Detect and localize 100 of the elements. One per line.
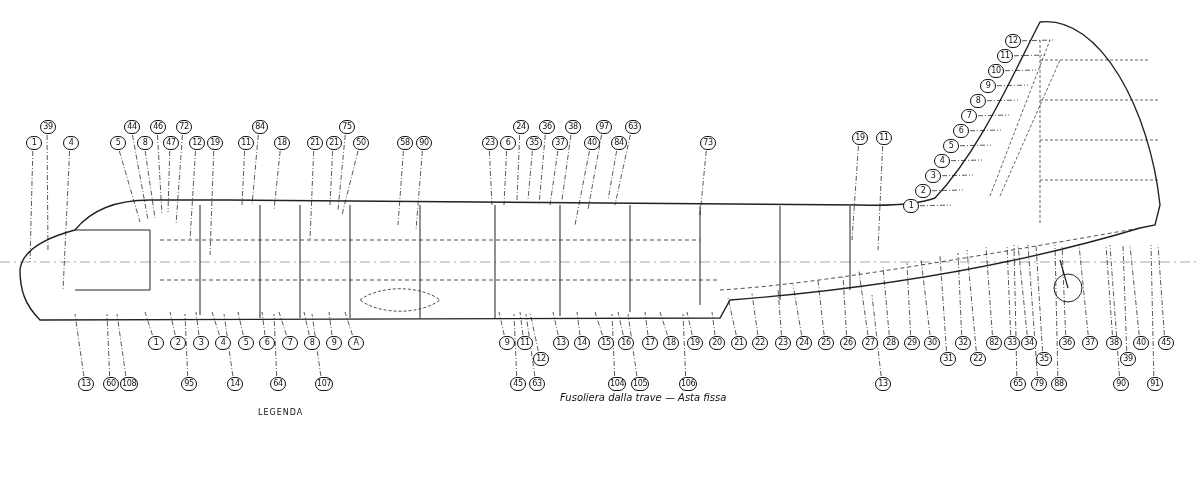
callout-number: 7 <box>961 109 977 123</box>
leader-line <box>538 134 546 206</box>
callout-number: 104 <box>608 377 627 391</box>
leader-line <box>223 313 234 377</box>
leader-line <box>966 249 977 352</box>
leader-line <box>273 150 281 211</box>
callout-number: 65 <box>1010 377 1026 391</box>
callout-number: 60 <box>103 377 119 391</box>
leader-line <box>132 134 149 221</box>
callout-number: 30 <box>924 336 940 350</box>
callout-number: 17 <box>642 336 658 350</box>
callout-number: 3 <box>925 169 941 183</box>
leader-line <box>576 311 581 336</box>
leader-line <box>969 129 1002 132</box>
callout-number: 6 <box>953 124 969 138</box>
callout-number: 11 <box>876 131 892 145</box>
leader-line <box>751 293 759 336</box>
callout-number: 45 <box>1158 336 1174 350</box>
callout-number: 24 <box>513 120 529 134</box>
leader-line <box>116 313 127 377</box>
callout-number: 40 <box>584 136 600 150</box>
callout-number: 18 <box>663 336 679 350</box>
leader-line <box>607 150 617 201</box>
callout-number: 5 <box>238 336 254 350</box>
callout-number: 58 <box>397 136 413 150</box>
leader-line <box>211 311 220 336</box>
callout-number: 40 <box>1133 336 1149 350</box>
leader-line <box>574 150 590 226</box>
callout-number: 14 <box>227 377 243 391</box>
leader-line <box>29 150 34 263</box>
callout-number: 19 <box>852 131 868 145</box>
callout-number: 90 <box>1113 377 1129 391</box>
callout-number: 8 <box>970 94 986 108</box>
callout-number: 18 <box>274 136 290 150</box>
callout-number: 8 <box>137 136 153 150</box>
legend-heading: LEGENDA <box>258 408 304 417</box>
leader-line <box>727 297 737 336</box>
leader-line <box>144 311 153 336</box>
leader-line <box>337 134 346 211</box>
leader-line <box>941 174 974 177</box>
leader-line <box>278 311 287 336</box>
leader-line <box>1035 244 1043 352</box>
leader-line <box>549 150 559 206</box>
leader-line <box>1021 39 1054 42</box>
callout-number: 21 <box>307 136 323 150</box>
callout-number: 20 <box>709 336 725 350</box>
callout-number: 11 <box>997 49 1013 63</box>
leader-line <box>871 294 882 377</box>
leader-line <box>519 311 524 336</box>
callout-number: 4 <box>215 336 231 350</box>
callout-number: 82 <box>986 336 1002 350</box>
callout-number: 6 <box>500 136 516 150</box>
leader-line <box>792 284 802 336</box>
callout-number: 25 <box>818 336 834 350</box>
leader-line <box>1054 244 1059 377</box>
leader-line <box>341 150 359 216</box>
leader-line <box>273 313 277 377</box>
leader-line <box>920 258 931 336</box>
callout-number: 72 <box>176 120 192 134</box>
callout-number: 37 <box>1082 336 1098 350</box>
leader-line <box>489 150 493 206</box>
callout-number: 4 <box>63 136 79 150</box>
leader-line <box>157 134 163 216</box>
leader-line <box>303 311 310 336</box>
callout-number: 105 <box>631 377 650 391</box>
callout-number: 19 <box>687 336 703 350</box>
callout-number: 75 <box>339 120 355 134</box>
leader-line <box>195 311 200 336</box>
leader-line <box>906 262 911 336</box>
leader-line <box>311 313 322 377</box>
leader-line <box>1157 244 1165 336</box>
callout-number: 13 <box>553 336 569 350</box>
callout-number: 24 <box>796 336 812 350</box>
callout-number: 11 <box>238 136 254 150</box>
callout-number: 21 <box>731 336 747 350</box>
leader-line <box>175 134 183 226</box>
callout-number: 45 <box>510 377 526 391</box>
leader-line <box>1150 244 1155 377</box>
callout-number: 63 <box>529 377 545 391</box>
callout-number: 26 <box>840 336 856 350</box>
callout-number: 27 <box>862 336 878 350</box>
callout-number: 91 <box>1147 377 1163 391</box>
callout-number: 7 <box>282 336 298 350</box>
callout-number: 13 <box>78 377 94 391</box>
callout-number: 1 <box>26 136 42 150</box>
leader-line <box>415 150 423 231</box>
leader-line <box>1017 244 1028 336</box>
callout-number: 29 <box>904 336 920 350</box>
leader-line <box>167 150 171 213</box>
leader-line <box>552 311 559 336</box>
leader-line <box>682 313 686 377</box>
leader-line <box>627 313 638 377</box>
leader-line <box>261 311 266 336</box>
callout-number: 21 <box>326 136 342 150</box>
caption: Fusoliera dalla trave — Asta fissa <box>560 392 727 403</box>
callout-number: 9 <box>499 336 515 350</box>
leader-line <box>711 311 716 336</box>
callout-number: 14 <box>574 336 590 350</box>
leader-line <box>877 145 883 251</box>
callout-number: 28 <box>883 336 899 350</box>
